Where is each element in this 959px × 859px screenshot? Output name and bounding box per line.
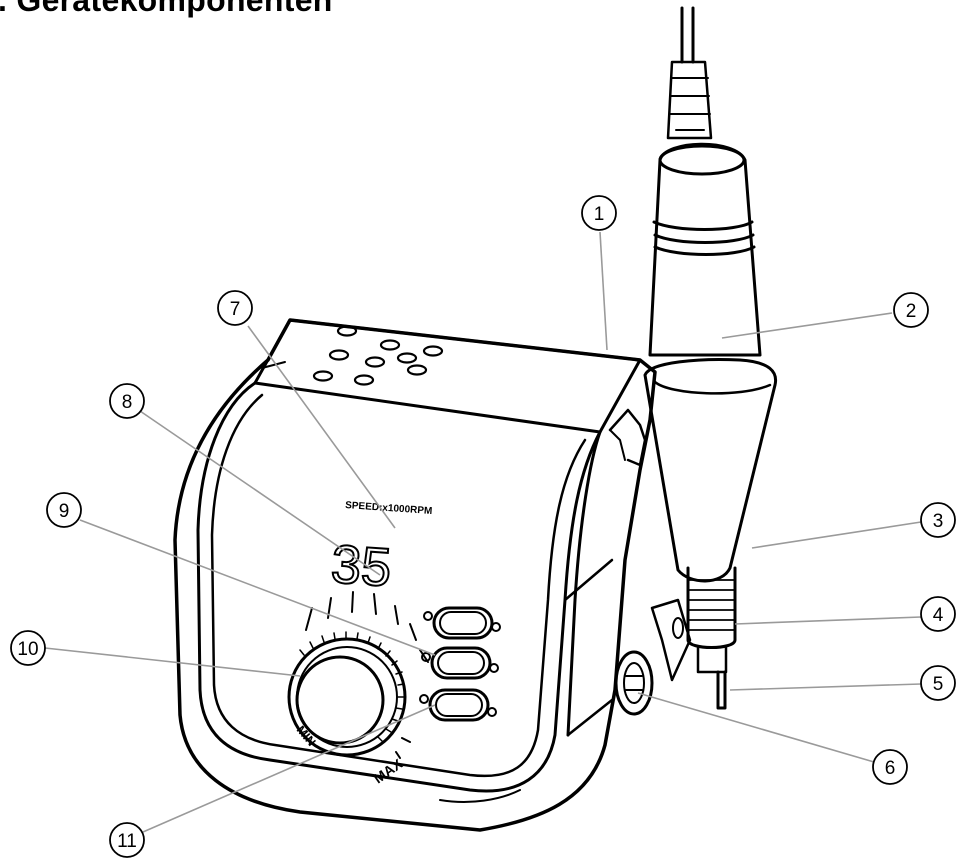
handpiece-socket [614,650,654,716]
callout-4-number: 4 [933,605,944,626]
callout-9: 9 [46,492,82,528]
callout-8: 8 [109,383,145,419]
base-unit [173,318,657,832]
handpiece-holder [608,358,778,682]
callout-4: 4 [920,596,956,632]
callout-3-number: 3 [933,511,944,532]
callout-1: 1 [581,195,617,231]
callout-1-number: 1 [594,204,605,225]
callout-7-number: 7 [230,299,241,320]
callout-3: 3 [920,502,956,538]
page-title: . Gerätekomponenten [0,0,333,18]
callout-6: 6 [872,749,908,785]
callout-5-number: 5 [933,674,944,695]
speed-display-value: 35 [329,534,393,598]
callout-10: 10 [10,630,46,666]
callout-5: 5 [920,665,956,701]
callout-2-number: 2 [906,301,917,322]
callout-11: 11 [109,822,145,858]
callout-8-number: 8 [122,392,133,413]
callout-10-number: 10 [17,639,38,660]
vent-holes [312,325,444,386]
callout-2: 2 [893,292,929,328]
callout-11-number: 11 [117,831,137,852]
function-buttons[interactable] [419,606,501,722]
callout-9-number: 9 [59,501,70,522]
handpiece [648,6,762,710]
speed-dial[interactable] [287,591,429,759]
leader-lines [44,231,922,833]
callout-7: 7 [217,290,253,326]
speed-unit-text: SPEED:x1000RPM [345,500,433,517]
callout-6-number: 6 [885,758,896,779]
